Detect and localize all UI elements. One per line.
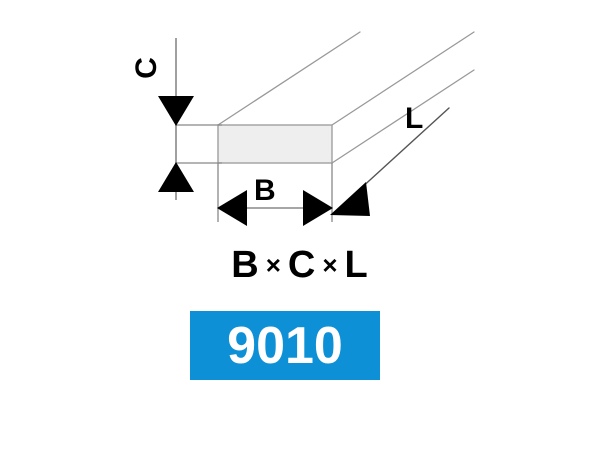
bar-3d-body xyxy=(217,31,475,164)
product-code-text: 9010 xyxy=(227,316,343,375)
product-code-badge: 9010 xyxy=(190,311,380,380)
dimension-label-b: B xyxy=(254,174,276,207)
bar-edge-bottom-right-receding xyxy=(331,69,475,164)
formula-term-c: C xyxy=(287,244,317,286)
dimension-b-arrow-right xyxy=(303,190,333,226)
dimension-b-group xyxy=(217,163,333,226)
bar-edge-top-right-receding xyxy=(331,31,475,126)
bar-front-face xyxy=(217,124,333,164)
dimension-label-c: C xyxy=(130,57,163,79)
dimension-l-arrowhead xyxy=(330,182,370,216)
dimension-formula: B×C×L xyxy=(0,246,600,284)
dimension-label-l: L xyxy=(405,102,424,135)
dimension-l-group xyxy=(330,107,450,216)
dimension-c-group xyxy=(158,38,222,200)
formula-operator-1: × xyxy=(265,250,282,280)
formula-term-l: L xyxy=(344,244,369,286)
formula-term-b: B xyxy=(231,244,260,286)
dimension-c-arrow-up xyxy=(158,162,194,192)
bar-edge-top-back xyxy=(217,31,361,126)
formula-operator-2: × xyxy=(322,250,339,280)
dimension-c-arrow-down xyxy=(158,96,194,126)
dimension-b-arrow-left xyxy=(217,190,247,226)
